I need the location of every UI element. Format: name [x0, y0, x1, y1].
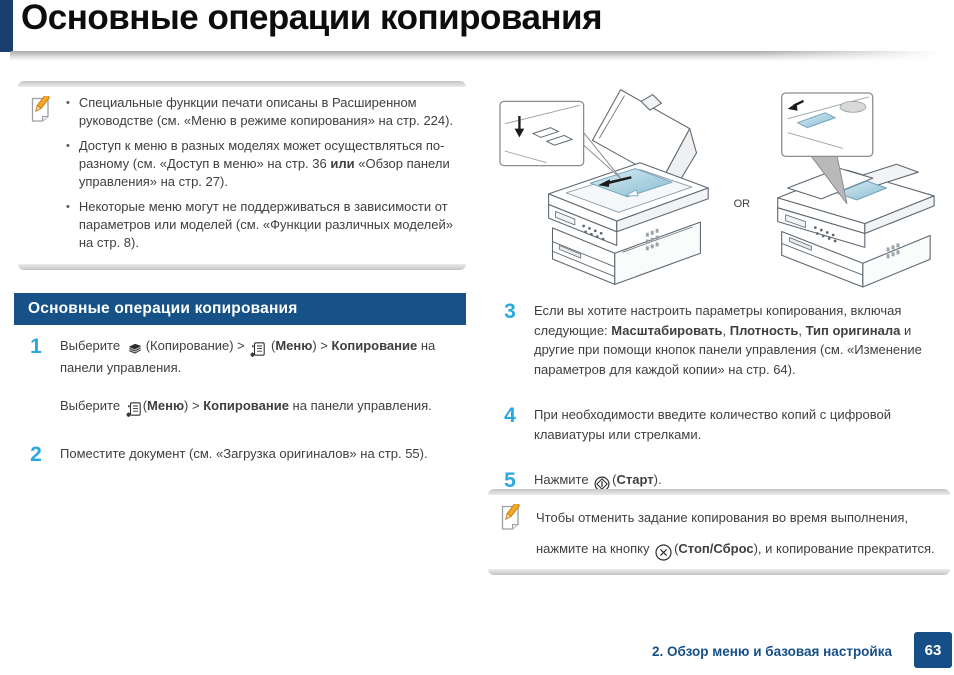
note-bullet: • Доступ к меню в разных моделях может ос…	[66, 137, 462, 191]
cancel-note-box: Чтобы отменить задание копирования во вр…	[488, 489, 950, 575]
page-number-badge: 63	[914, 632, 952, 668]
bullet-text: Специальные функции печати описаны в Рас…	[78, 95, 454, 128]
cancel-note-bottom-edge	[488, 569, 950, 575]
step-paragraph: Если вы хотите настроить параметры копир…	[534, 303, 922, 377]
steps-right-column: 3 Если вы хотите настроить параметры копи…	[488, 301, 952, 518]
note-box: • Специальные функции печати описаны в Ра…	[18, 81, 466, 270]
title-divider	[10, 51, 950, 61]
step-text: При необходимости введите количество коп…	[534, 405, 952, 463]
step-text: Если вы хотите настроить параметры копир…	[534, 301, 952, 398]
step-paragraph: Выберите (Копирование) > (Меню) > Копиро…	[60, 338, 436, 375]
bullet-text: Некоторые меню могут не поддерживаться в…	[78, 199, 453, 250]
step-row: 3 Если вы хотите настроить параметры копи…	[488, 301, 952, 398]
stop-icon	[655, 544, 672, 561]
or-label: OR	[733, 198, 751, 210]
vent-grid	[645, 228, 659, 251]
note-icon	[498, 502, 524, 564]
vent-grid-2	[886, 243, 900, 259]
cancel-note-top-edge	[488, 489, 950, 495]
note-bottom-edge	[18, 264, 466, 270]
step-number: 4	[504, 404, 516, 427]
down-arrow-icon	[514, 115, 525, 138]
menu-icon	[125, 401, 141, 418]
bullet-marker: •	[66, 97, 70, 109]
title-accent-bar	[0, 0, 13, 52]
callout-box-adf	[781, 92, 874, 205]
step-row: 5 Нажмите (Старт).	[488, 470, 952, 511]
copy-icon	[126, 343, 144, 356]
printer-body	[551, 221, 701, 285]
note-bullet: • Некоторые меню могут не поддерживаться …	[66, 198, 462, 252]
step-paragraph: Нажмите (Старт).	[534, 470, 952, 492]
step-text: Нажмите (Старт).	[534, 470, 952, 511]
bullet-marker: •	[66, 201, 70, 213]
note-bullet-list: • Специальные функции печати описаны в Ра…	[66, 94, 462, 259]
step-number: 1	[30, 335, 42, 358]
cancel-note-text: Чтобы отменить задание копирования во вр…	[536, 502, 935, 564]
note-icon	[28, 94, 54, 259]
step-row: 1 Выберите (Копирование) > (Меню) > Копир…	[14, 336, 472, 437]
step-number: 2	[30, 442, 42, 466]
step-row: 2 Поместите документ (см. «Загрузка ориги…	[14, 444, 472, 483]
page-title: Основные операции копирования	[21, 0, 603, 37]
note-line: Чтобы отменить задание копирования во вр…	[536, 510, 909, 525]
step-text: Поместите документ (см. «Загрузка оригин…	[60, 444, 472, 483]
printer-body-2	[781, 231, 931, 288]
adf-document	[836, 180, 888, 201]
note-bullet: • Специальные функции печати описаны в Ра…	[66, 94, 462, 130]
control-panel	[548, 204, 618, 246]
control-panel-2	[777, 207, 866, 248]
adf-printer-illustration	[777, 92, 935, 288]
menu-icon	[250, 341, 266, 358]
feed-arrow-icon	[787, 99, 805, 111]
bullet-marker: •	[66, 140, 70, 152]
step-paragraph: Поместите документ (см. «Загрузка оригин…	[60, 445, 428, 461]
footer-chapter-title: 2. Обзор меню и базовая настройка	[652, 644, 892, 659]
start-icon	[594, 476, 610, 492]
document-on-glass	[589, 168, 673, 198]
step-text: Выберите (Копирование) > (Меню) > Копиро…	[60, 336, 472, 437]
flatbed-scanner-illustration	[499, 89, 709, 285]
note-line: нажмите на кнопку (Стоп/Сброс), и копиро…	[536, 533, 935, 564]
step-row: 4 При необходимости введите количество ко…	[488, 405, 952, 463]
step-number: 3	[504, 300, 516, 323]
printer-illustrations: OR	[498, 86, 950, 291]
section-header: Основные операции копирования	[14, 293, 466, 325]
steps-left-column: 1 Выберите (Копирование) > (Меню) > Копир…	[14, 336, 472, 489]
step-paragraph: Выберите (Меню) > Копирование на панели …	[60, 396, 472, 418]
step-paragraph: При необходимости введите количество коп…	[534, 407, 891, 442]
bullet-text: Доступ к меню в разных моделях может осу…	[78, 138, 450, 189]
step-number: 5	[504, 469, 516, 492]
note-top-edge	[18, 81, 466, 87]
callout-box-flatbed	[499, 100, 621, 179]
